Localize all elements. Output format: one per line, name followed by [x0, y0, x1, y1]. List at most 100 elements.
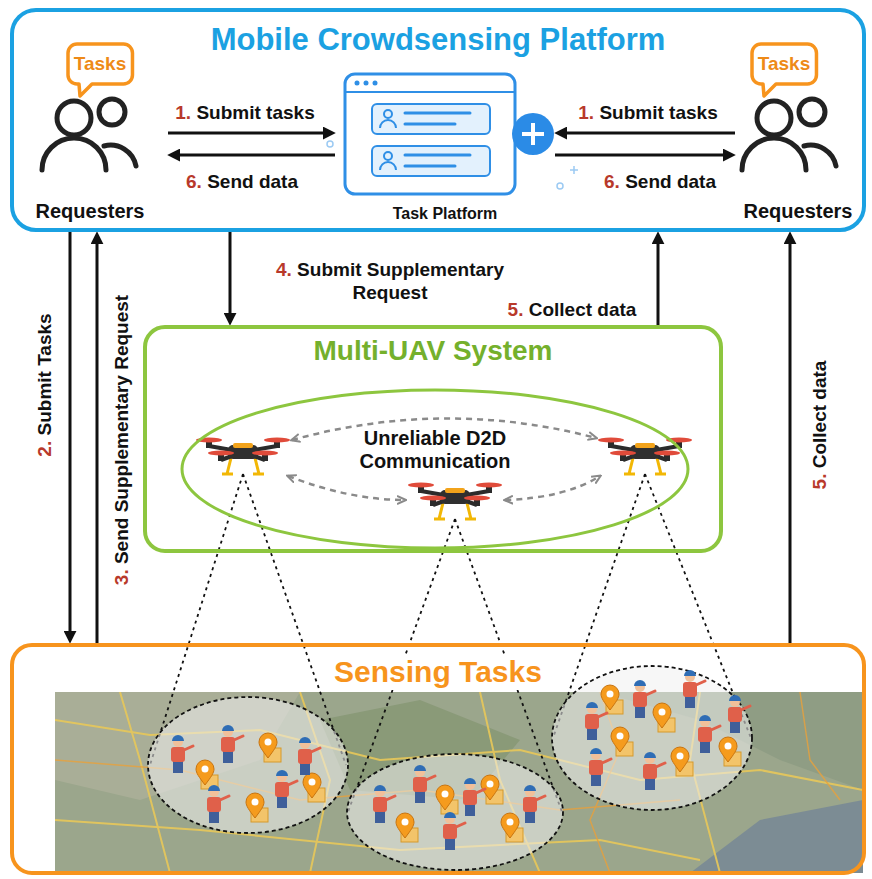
uav-drone [598, 438, 692, 475]
illustration-part [298, 737, 320, 775]
step-label: 4. Submit Supplementary Request [260, 259, 520, 305]
node-label: Sensing Tasks [328, 655, 548, 690]
illustration-part [683, 670, 705, 708]
illustration-part [345, 91, 515, 93]
flow-arrow [657, 242, 660, 325]
illustration-part [384, 152, 392, 160]
flow-arrow [96, 242, 99, 643]
illustration-part [288, 476, 405, 500]
task-platform: Task Platform [335, 68, 555, 226]
illustration-part [671, 747, 693, 776]
task-bubble: Tasks [66, 42, 134, 86]
uav-drone [196, 438, 290, 475]
step-label: 1. Submit tasks [578, 102, 717, 125]
illustration-part [585, 702, 607, 740]
flow-arrow [178, 154, 335, 157]
step-label: 3. Send Supplementary Request [111, 295, 134, 585]
illustration-part [345, 74, 515, 194]
step-label: 6. Send data [604, 171, 716, 194]
worker-clusters [148, 666, 752, 870]
node-label: Mobile Crowdsensing Platform [211, 22, 666, 58]
illustration-part [171, 735, 193, 773]
illustration-part [443, 812, 465, 850]
illustration-part [501, 813, 523, 842]
illustration-part [372, 146, 490, 176]
step-label: 5. Collect data [508, 299, 637, 322]
illustration-part [690, 800, 863, 873]
sensing-area: Sensing Tasks [10, 643, 866, 875]
illustration-part [557, 183, 563, 189]
platform-icon [327, 74, 578, 194]
map-image [55, 692, 863, 873]
workers [171, 670, 750, 850]
node-label: Tasks [758, 53, 810, 75]
requester-icon [742, 99, 836, 170]
illustration-part [413, 765, 435, 803]
illustration-part [589, 748, 611, 786]
d2d-ellipse: Unreliable D2D Communication [180, 388, 690, 550]
illustration-part [196, 760, 218, 789]
illustration-part [552, 666, 752, 810]
illustration-part [221, 725, 243, 763]
illustration-part [380, 120, 396, 128]
node-label: Task Platform [393, 205, 498, 223]
illustration-part [728, 695, 750, 733]
platform-panel: TasksRequestersTask PlatformTasksRequest… [10, 8, 866, 232]
illustration-part [522, 123, 544, 145]
illustration-part [719, 737, 741, 766]
flow-arrow [555, 154, 725, 157]
node-label: Multi-UAV System [313, 335, 552, 367]
flow-arrow [229, 232, 232, 315]
uav-system-box: Unreliable D2D Communication Multi-UAV Sy… [143, 325, 723, 553]
node-label: Requesters [36, 200, 145, 223]
illustration-part [373, 81, 378, 86]
illustration-part [384, 110, 392, 118]
illustration-part [373, 785, 395, 823]
illustration-part [523, 785, 545, 823]
flow-arrow [69, 232, 72, 633]
illustration-part [653, 703, 675, 732]
illustration-part [303, 773, 325, 802]
illustration-part [633, 680, 655, 718]
illustration-part [246, 793, 268, 822]
node-label: Unreliable D2D Communication [340, 427, 530, 473]
illustration-part [259, 733, 281, 762]
flow-arrow [565, 132, 735, 135]
illustration-part [512, 113, 554, 155]
illustration-part [148, 697, 348, 833]
requester-group: Requesters [12, 92, 168, 228]
illustration-part [364, 81, 369, 86]
illustration-part [380, 162, 396, 170]
illustration-part [505, 476, 600, 500]
d2d-links [288, 418, 600, 500]
requester-group: Requesters [735, 92, 861, 228]
illustration-part [372, 104, 490, 134]
illustration-part [327, 141, 333, 147]
bubble-outline [752, 44, 816, 96]
step-label: 5. Collect data [809, 361, 832, 490]
illustration-part [55, 692, 863, 873]
step-label: 1. Submit tasks [175, 102, 314, 125]
uav-drone [408, 483, 502, 520]
ellipse-outline [182, 390, 688, 548]
illustration-part [405, 123, 455, 126]
illustration-part [436, 785, 458, 814]
flow-arrow [168, 132, 325, 135]
bubble-outline [68, 44, 132, 96]
illustration-part [55, 692, 863, 873]
requester-icon [42, 99, 136, 170]
illustration-part [698, 715, 720, 753]
illustration-part [355, 81, 360, 86]
step-label: 2. Submit Tasks [34, 313, 57, 456]
illustration-part [405, 154, 470, 157]
illustration-part [611, 727, 633, 756]
illustration-part [800, 692, 840, 800]
node-label: Tasks [74, 53, 126, 75]
task-bubble: Tasks [750, 42, 818, 86]
illustration-part [601, 685, 623, 714]
illustration-part [463, 778, 485, 816]
illustration-part [207, 785, 229, 823]
illustration-part [405, 165, 455, 168]
flow-arrow [789, 242, 792, 643]
